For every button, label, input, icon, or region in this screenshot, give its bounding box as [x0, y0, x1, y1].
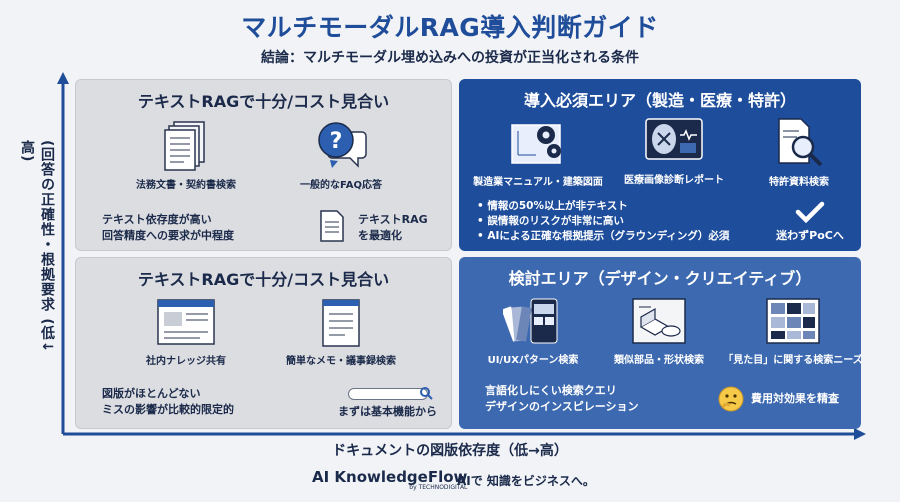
quadrant-badge: テキストRAG を最適化: [358, 213, 428, 242]
quadrant-note: 言語化しにくい検索クエリ デザインのインスピレーション: [485, 384, 639, 413]
x-axis-label: ドキュメントの図版依存度（低→高）: [332, 443, 568, 459]
item-faq: ? 一般的なFAQ応答: [276, 120, 406, 191]
browser-page-icon: [157, 299, 215, 345]
item-knowledge-share: 社内ナレッジ共有: [116, 298, 256, 367]
quadrant-title: 検討エリア（デザイン・クリエイティブ）: [508, 269, 812, 288]
search-icon: [420, 387, 433, 400]
item-legal-docs: 法務文書・契約書検索: [116, 120, 256, 191]
item-label: 製造業マニュアル・建築図面: [473, 177, 603, 188]
quadrant-title: テキストRAGで十分/コスト見合い: [137, 270, 390, 289]
quadrant-badge: 迷わずPoCへ: [765, 201, 855, 243]
memo-icon: [322, 299, 360, 347]
quadrant-bottom-right: 検討エリア（デザイン・クリエイティブ） UI/UXパターン検索 類似部品・形状検…: [459, 257, 861, 429]
quadrant-note: 図版がほとんどない ミスの影響が比較的限定的: [102, 387, 234, 416]
item-patent: 特許資料検索: [749, 117, 849, 188]
quadrant-note: テキスト依存度が高い 回答精度への要求が中程度: [102, 213, 234, 242]
item-label: 医療画像診断レポート: [624, 175, 724, 186]
item-label: 法務文書・契約書検索: [136, 180, 236, 191]
quadrant-badge: 費用対効果を精査: [751, 392, 839, 405]
item-label: 「見た目」に関する検索ニーズ: [723, 355, 861, 366]
quadrant-badge: まずは基本機能から: [338, 405, 437, 418]
svg-text:?: ?: [330, 129, 343, 154]
medical-scan-icon: [645, 118, 703, 160]
footer-logo: AI KnowledgeFlow by TECHNODIGITAL: [312, 468, 468, 491]
patent-search-icon: [778, 118, 823, 167]
item-visual-search: 「見た目」に関する検索ニーズ: [723, 297, 861, 366]
quadrant-bullets: 情報の50%以上が非テキスト 誤情報のリスクが非常に高い AIによる正確な根拠提…: [477, 199, 729, 244]
quadrant-bottom-left: テキストRAGで十分/コスト見合い 社内ナレッジ共有 簡単なメモ・議事録検索 図…: [75, 257, 452, 429]
y-axis-label: (回答の正確性・根拠要求 (低↓高): [19, 140, 55, 354]
item-label: 特許資料検索: [769, 177, 829, 188]
item-parts: 類似部品・形状検索: [599, 297, 719, 366]
document-icon: [320, 210, 344, 242]
item-ui-ux: UI/UXパターン検索: [473, 297, 593, 366]
item-memo: 簡単なメモ・議事録検索: [266, 298, 416, 367]
item-label: 類似部品・形状検索: [614, 355, 704, 366]
quadrant-title: テキストRAGで十分/コスト見合い: [137, 92, 390, 111]
item-label: 社内ナレッジ共有: [146, 356, 226, 367]
page-title: マルチモーダルRAG導入判断ガイド: [241, 13, 659, 42]
item-label: 一般的なFAQ応答: [300, 180, 382, 191]
footer-tagline: AIで 知識をビジネスへ。: [457, 474, 595, 488]
3d-parts-icon: [632, 298, 686, 344]
quadrant-top-right: 導入必須エリア（製造・医療・特許） 製造業マニュアル・建築図面 医療画像診断レポ…: [459, 79, 861, 251]
faq-bubble-icon: ?: [318, 122, 367, 168]
search-bar-illustration: [348, 388, 428, 400]
item-medical: 医療画像診断レポート: [609, 117, 739, 186]
quadrant-top-left: テキストRAGで十分/コスト見合い 法務文書・契約書検索 ? 一般的なFAQ応答…: [75, 79, 452, 251]
blueprint-gears-icon: [511, 124, 561, 164]
ui-palette-icon: [503, 298, 558, 344]
item-label: 簡単なメモ・議事録検索: [286, 356, 396, 367]
checkmark-icon: [795, 201, 825, 223]
page-subtitle: 結論：マルチモーダル埋め込みへの投資が正当化される条件: [261, 50, 639, 66]
image-grid-icon: [766, 298, 820, 344]
thinking-face-icon: [718, 386, 744, 412]
documents-icon: [164, 121, 205, 171]
item-label: UI/UXパターン検索: [487, 355, 579, 366]
quadrant-title: 導入必須エリア（製造・医療・特許）: [523, 91, 796, 110]
item-manufacturing: 製造業マニュアル・建築図面: [463, 117, 613, 188]
